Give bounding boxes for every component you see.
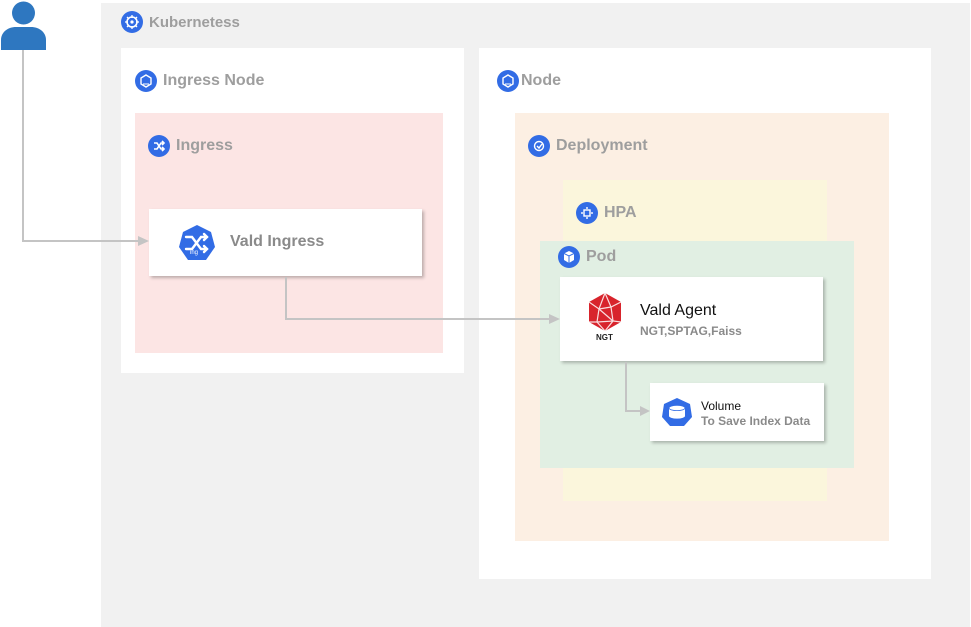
hpa-label: HPA xyxy=(576,202,637,224)
vald-agent-title: Vald Agent xyxy=(640,302,717,319)
ingress-title: Ingress xyxy=(176,137,233,154)
ingress-node-label: Ingress Node xyxy=(135,70,264,92)
hpa-title: HPA xyxy=(604,204,637,221)
vald-ingress-title: Vald Ingress xyxy=(230,233,325,250)
arrowhead xyxy=(549,314,560,324)
ingress-heptagon-icon xyxy=(179,225,215,260)
volume-card[interactable]: Volume To Save Index Data xyxy=(650,383,824,441)
ngt-logo-icon xyxy=(588,292,622,332)
deployment-title: Deployment xyxy=(556,137,648,154)
volume-subtitle: To Save Index Data xyxy=(701,414,811,428)
vald-agent-card[interactable]: NGT Vald Agent NGT,SPTAG,Faiss xyxy=(560,277,823,361)
ingress-label: Ingress xyxy=(148,135,233,157)
ingress-to-agent-connector xyxy=(285,277,550,320)
user-icon xyxy=(1,1,46,50)
arrowhead xyxy=(640,406,650,416)
ingress-node-title: Ingress Node xyxy=(163,72,265,89)
node-icon xyxy=(135,70,157,92)
ingress-icon xyxy=(148,135,170,157)
vald-agent-subtitle: NGT,SPTAG,Faiss xyxy=(640,324,742,338)
node-title: Node xyxy=(521,72,561,89)
arrowhead xyxy=(138,236,149,246)
volume-icon xyxy=(662,398,692,426)
pod-icon xyxy=(558,246,580,268)
ingress-icon-caption: ing xyxy=(190,250,199,256)
pod-label: Pod xyxy=(558,246,616,268)
deployment-icon xyxy=(528,135,550,157)
volume-title: Volume xyxy=(701,399,742,413)
kubernetes-title: Kubernetess xyxy=(149,13,240,31)
kubernetes-label: Kubernetess xyxy=(121,11,240,33)
kubernetes-icon xyxy=(121,11,143,33)
ngt-logo-text: NGT xyxy=(596,333,613,342)
agent-to-volume-connector xyxy=(625,362,642,412)
node-label: Node xyxy=(497,70,561,92)
vald-ingress-card[interactable]: ing Vald Ingress xyxy=(149,209,422,276)
deployment-label: Deployment xyxy=(528,135,648,157)
pod-title: Pod xyxy=(586,248,617,265)
hpa-icon xyxy=(576,202,598,224)
user-to-ingress-connector xyxy=(22,46,139,242)
node-icon xyxy=(497,70,519,92)
